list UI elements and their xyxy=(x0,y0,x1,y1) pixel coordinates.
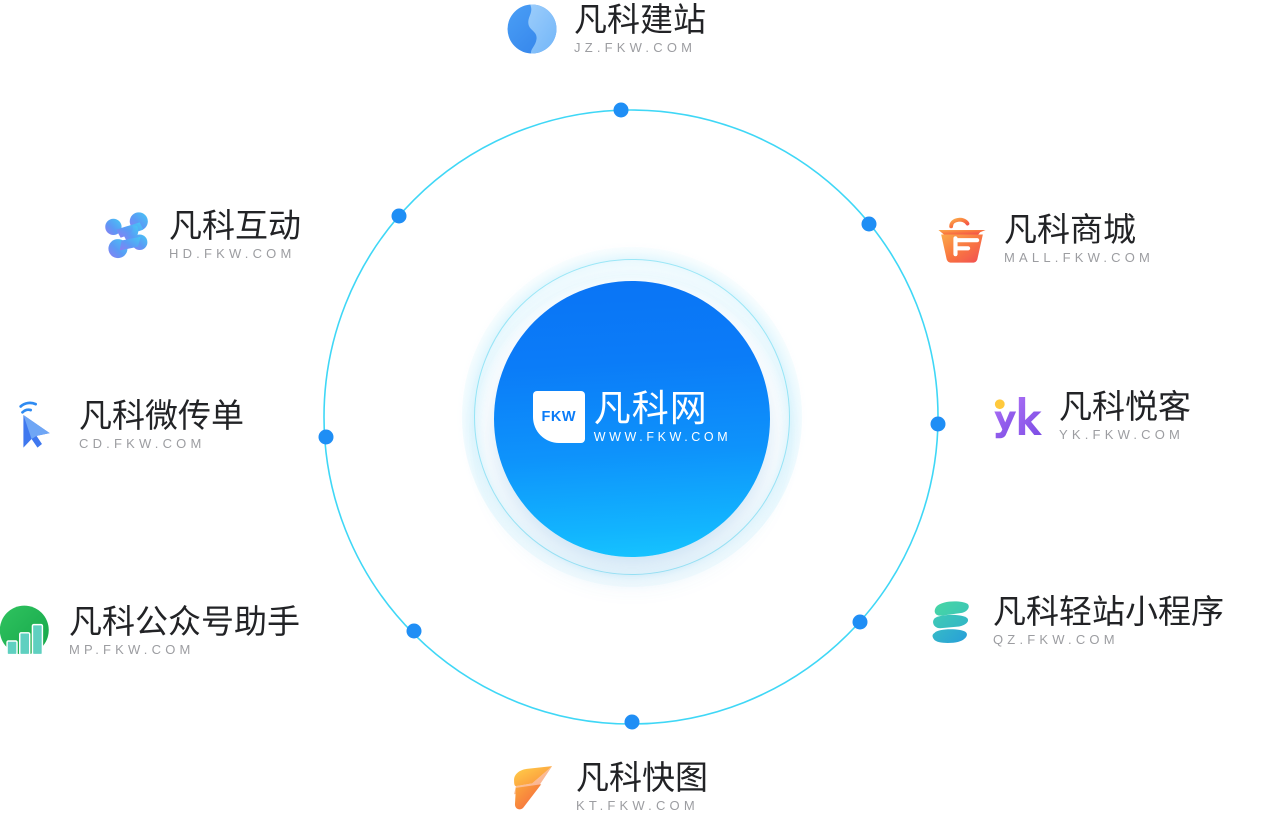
lightning-s-icon xyxy=(505,758,563,816)
hub-url: WWW.FKW.COM xyxy=(593,430,732,445)
orbit-dot-upper-left xyxy=(391,208,407,224)
orbit-dot-bottom xyxy=(624,714,640,730)
product-name-hd: 凡科互动 xyxy=(169,205,301,245)
product-url-cd: CD.FKW.COM xyxy=(79,436,206,452)
orbit-dot-upper-right xyxy=(861,216,877,232)
product-node-hd[interactable]: 凡科互动 HD.FKW.COM xyxy=(98,206,301,264)
product-name-mall: 凡科商城 xyxy=(1004,209,1136,249)
yk-letters-icon xyxy=(988,387,1046,445)
orbit-dot-lower-left xyxy=(406,623,422,639)
green-bar-chart-icon xyxy=(0,602,56,660)
orbit-dot-left xyxy=(318,429,334,445)
shopping-basket-icon xyxy=(933,210,991,268)
product-node-qz[interactable]: 凡科轻站小程序 QZ.FKW.COM xyxy=(922,592,1224,650)
product-node-mp[interactable]: 凡科公众号助手 MP.FKW.COM xyxy=(0,602,300,660)
fkw-badge-text: FKW xyxy=(541,408,576,425)
cursor-signal-icon xyxy=(8,396,66,454)
product-name-yk: 凡科悦客 xyxy=(1059,386,1191,426)
product-name-mp: 凡科公众号助手 xyxy=(69,601,300,641)
product-node-yk[interactable]: 凡科悦客 YK.FKW.COM xyxy=(988,387,1191,445)
fankejianzhan-circle-icon xyxy=(503,0,561,58)
molecule-icon xyxy=(98,206,156,264)
orbit-dot-lower-right xyxy=(852,614,868,630)
center-hub-fkw[interactable]: FKW 凡科网 WWW.FKW.COM xyxy=(462,247,802,587)
product-node-jz[interactable]: 凡科建站 JZ.FKW.COM xyxy=(503,0,706,58)
product-url-hd: HD.FKW.COM xyxy=(169,246,296,262)
product-url-jz: JZ.FKW.COM xyxy=(574,40,697,56)
product-node-cd[interactable]: 凡科微传单 CD.FKW.COM xyxy=(8,396,244,454)
product-url-qz: QZ.FKW.COM xyxy=(993,632,1119,648)
hub-name: 凡科网 xyxy=(593,386,708,430)
product-name-qz: 凡科轻站小程序 xyxy=(993,591,1224,631)
product-url-kt: KT.FKW.COM xyxy=(576,798,699,814)
fkw-badge-icon: FKW xyxy=(532,390,585,443)
product-name-jz: 凡科建站 xyxy=(574,0,706,39)
product-node-mall[interactable]: 凡科商城 MALL.FKW.COM xyxy=(933,210,1154,268)
product-name-cd: 凡科微传单 xyxy=(79,395,244,435)
product-node-kt[interactable]: 凡科快图 KT.FKW.COM xyxy=(505,758,708,816)
hub-ring xyxy=(474,259,790,575)
product-url-yk: YK.FKW.COM xyxy=(1059,427,1185,443)
product-url-mall: MALL.FKW.COM xyxy=(1004,250,1155,266)
orbit-dot-right xyxy=(930,416,946,432)
orbit-dot-top xyxy=(613,102,629,118)
stacked-s-icon xyxy=(922,592,980,650)
hub-core-circle: FKW 凡科网 WWW.FKW.COM xyxy=(494,281,770,557)
hub-logo: FKW 凡科网 WWW.FKW.COM xyxy=(532,386,732,445)
product-url-mp: MP.FKW.COM xyxy=(69,642,195,658)
product-name-kt: 凡科快图 xyxy=(576,757,708,797)
